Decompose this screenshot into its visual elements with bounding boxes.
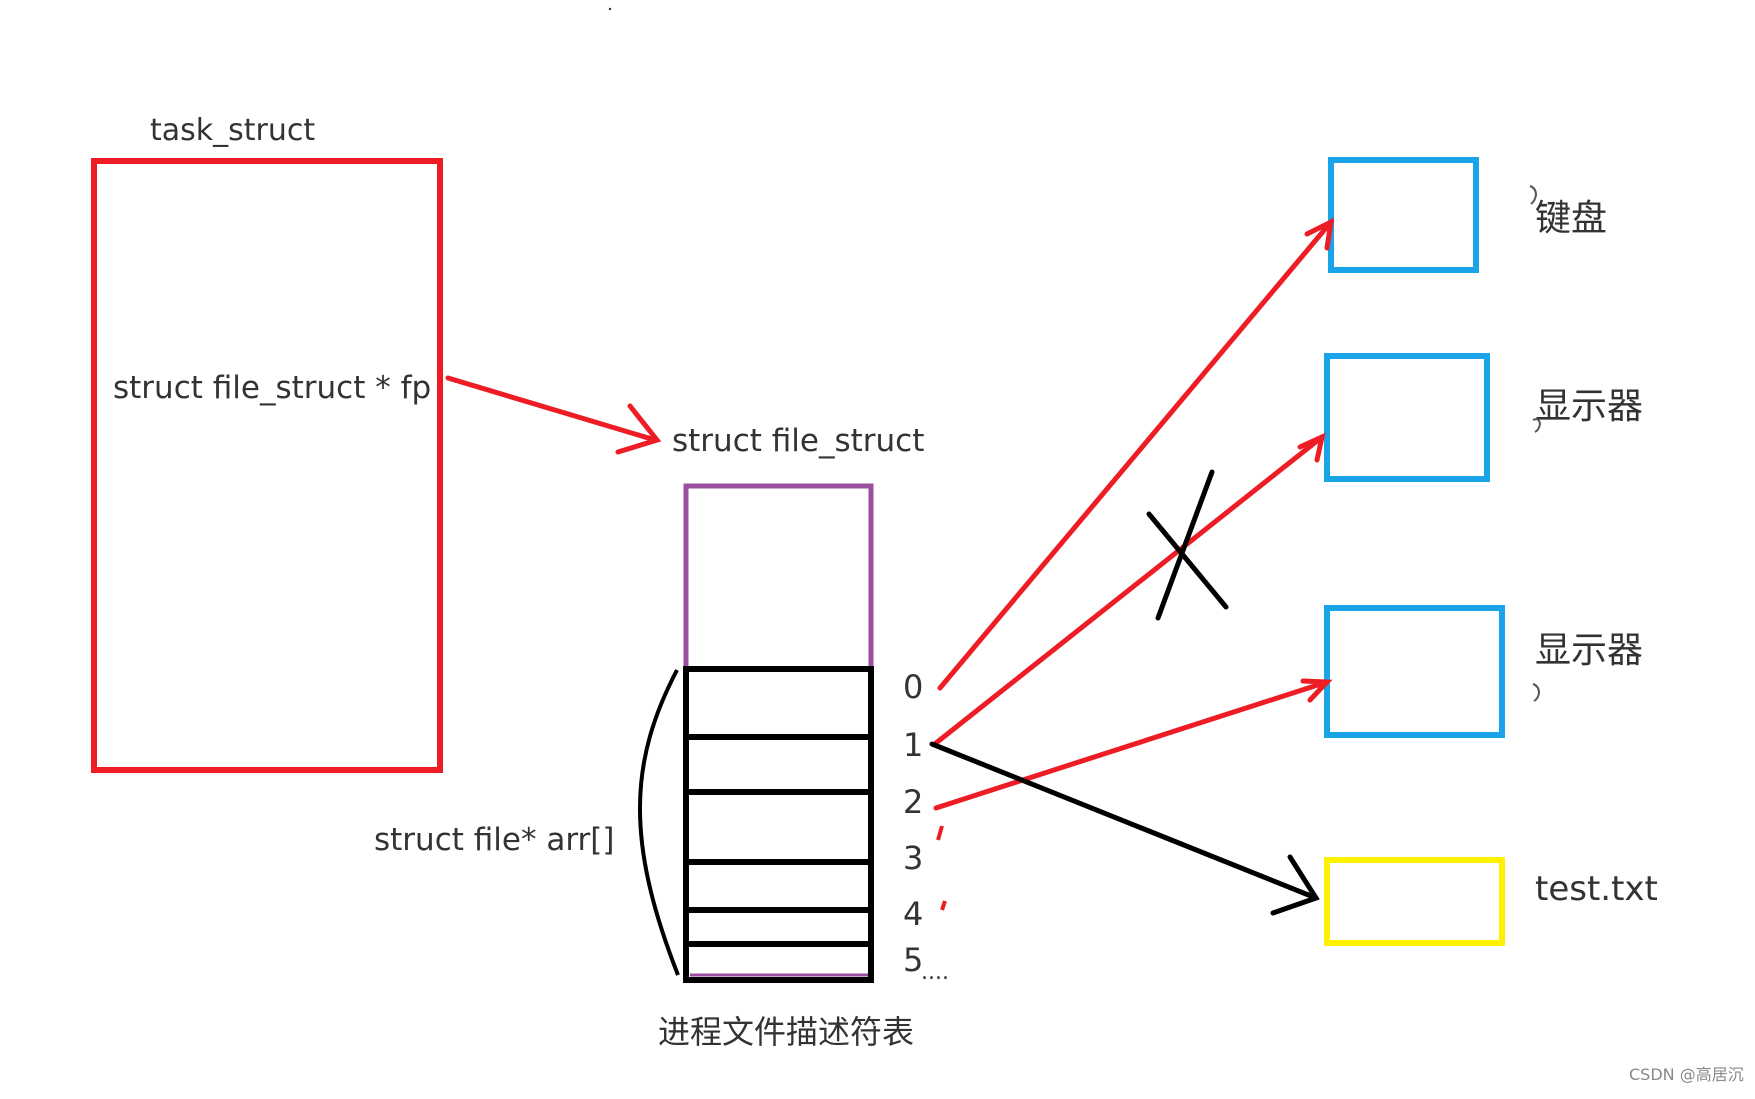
arrow-fd1-display1-head — [1297, 432, 1326, 463]
task-struct-title: task_struct — [150, 113, 315, 148]
watermark: CSDN @高居沉 — [1629, 1065, 1744, 1084]
file-struct-box — [683, 483, 874, 672]
keyboard-box — [1328, 157, 1479, 273]
fd-index-1: 1 — [903, 726, 923, 764]
display-box-2 — [1324, 605, 1505, 738]
scribble — [1532, 418, 1542, 433]
fd-index-2: 2 — [903, 783, 923, 821]
task-struct-field: struct file_struct * fp — [113, 370, 431, 406]
scribble — [1529, 185, 1538, 205]
arrow-fd2-display2-head — [1300, 678, 1333, 703]
test-file-label: test.txt — [1535, 869, 1658, 909]
fd-table-caption: 进程文件描述符表 — [658, 1013, 914, 1051]
fd-index-5: 5 — [903, 941, 923, 979]
arrow-fd2-display2 — [933, 679, 1330, 811]
fd-index-4: 4 — [903, 895, 923, 933]
cross-out-mark — [1146, 469, 1229, 621]
fd-array — [683, 666, 874, 983]
task-struct-box — [91, 158, 443, 773]
red-arrows — [933, 217, 1335, 811]
array-brace — [638, 669, 680, 976]
array-label: struct file* arr[] — [374, 822, 614, 858]
arrow-fd1-testfile — [929, 741, 1320, 916]
arrow-fd1-display1 — [933, 434, 1325, 746]
fd-ellipsis: .... — [921, 960, 949, 985]
display-box-1 — [1324, 353, 1490, 482]
stray-dot — [608, 7, 612, 11]
test-file-box — [1324, 857, 1505, 946]
fd-array-frame — [683, 666, 874, 983]
arrow-fd0-keyboard — [937, 219, 1334, 691]
display-label-1: 显示器 — [1535, 386, 1643, 427]
fd-index-0: 0 — [903, 668, 923, 706]
fd-indices: 0 1 2 3 4 5 — [903, 668, 923, 979]
fd-index-3: 3 — [903, 839, 923, 877]
red-tick-3 — [936, 825, 944, 841]
fp-arrow — [445, 375, 662, 455]
file-struct-title: struct file_struct — [672, 423, 924, 459]
scribble — [1532, 683, 1541, 702]
arrow-fd0-keyboard-head — [1304, 217, 1335, 251]
red-tick-4 — [940, 900, 947, 911]
display-label-2: 显示器 — [1535, 630, 1643, 671]
keyboard-label: 键盘 — [1535, 198, 1607, 239]
